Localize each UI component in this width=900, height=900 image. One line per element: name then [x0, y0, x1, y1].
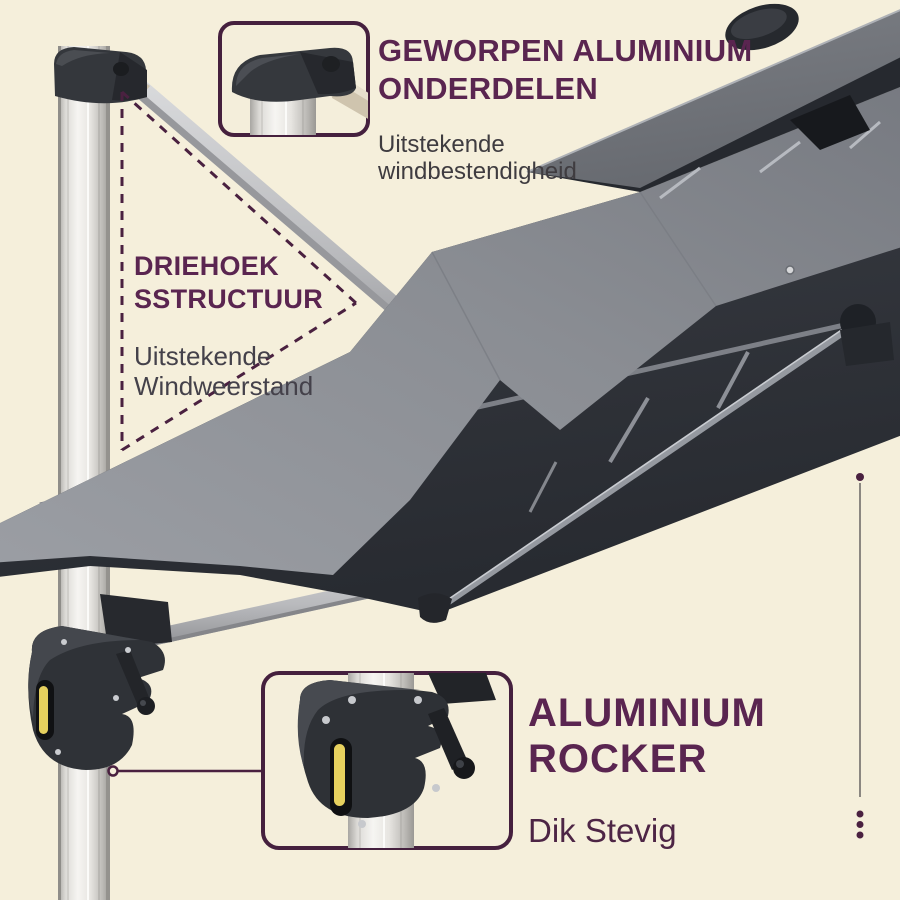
handle-slot-accent — [39, 686, 48, 734]
crank-knob[interactable] — [137, 697, 155, 715]
canopy-screw — [785, 265, 795, 275]
pole-cap-joint — [54, 47, 147, 104]
callout-triangle-subtitle: Uitstekende Windweerstand — [134, 341, 314, 401]
callout-cast-aluminum-subtitle: Uitstekende windbestendigheid — [378, 131, 577, 185]
leader-line — [107, 765, 263, 777]
callout-cast-aluminum: GEWORPEN ALUMINIUM ONDERDELEN Uitstekend… — [378, 14, 753, 203]
arm-clamp — [100, 594, 172, 648]
canopy-corner-cap — [418, 593, 452, 623]
callout-rocker-subtitle: Dik Stevig — [528, 812, 677, 849]
umbrella-pole — [58, 46, 110, 900]
canopy — [0, 3, 900, 623]
callout-aluminium-rocker: ALUMINIUM ROCKER Dik Stevig — [528, 672, 766, 867]
vent-hub-knob — [725, 3, 799, 51]
detail-inset-crank — [261, 671, 513, 850]
callout-triangle-title: DRIEHOEK SSTRUCTUUR — [134, 251, 323, 314]
rocker-screws — [55, 639, 131, 755]
crank-arm[interactable] — [116, 650, 150, 706]
crank-rocker — [28, 594, 172, 770]
divider-dots — [856, 810, 864, 839]
callout-rocker-title: ALUMINIUM ROCKER — [528, 691, 766, 781]
callout-cast-aluminum-title: GEWORPEN ALUMINIUM ONDERDELEN — [378, 33, 753, 106]
canopy-top-surface — [0, 87, 900, 575]
vertical-divider — [856, 473, 864, 839]
detail-inset-joint — [218, 21, 370, 137]
triangle-dashed-outline — [120, 90, 358, 452]
vent-canopy — [526, 3, 900, 188]
callout-triangle-structure: DRIEHOEK SSTRUCTUUR Uitstekende Windweer… — [134, 232, 323, 419]
